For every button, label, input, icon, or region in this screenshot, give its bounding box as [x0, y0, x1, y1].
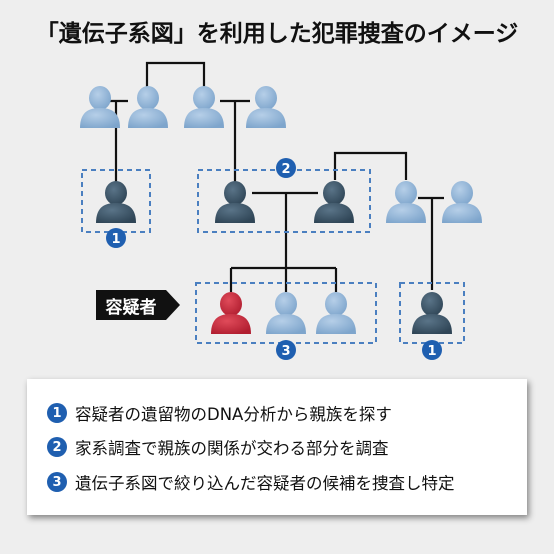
- persons: [80, 86, 482, 334]
- suspect-pointer-arrow: [166, 290, 180, 320]
- person-icon-dark: [412, 292, 452, 334]
- line-top-marriage: [145, 61, 206, 88]
- person-icon: [316, 292, 356, 334]
- legend-text: 容疑者の遺留物のDNA分析から親族を探す: [75, 405, 392, 424]
- person-icon: [184, 86, 224, 128]
- legend-item-2: 2 家系調査で親族の関係が交わる部分を調査: [47, 435, 389, 459]
- person-icon: [128, 86, 168, 128]
- group-badge-text: 1: [427, 344, 436, 359]
- group-badge-2: 2: [276, 158, 296, 178]
- group-badges: 1 2 3 1: [106, 158, 442, 360]
- person-icon-dark: [96, 181, 136, 223]
- legend-text: 遺伝子系図で絞り込んだ容疑者の候補を捜査し特定: [75, 474, 455, 493]
- legend-item-3: 3 遺伝子系図で絞り込んだ容疑者の候補を捜査し特定: [47, 470, 455, 494]
- person-icon: [80, 86, 120, 128]
- legend-box: 1 容疑者の遺留物のDNA分析から親族を探す 2 家系調査で親族の関係が交わる部…: [27, 379, 527, 515]
- group-badge-1-left: 1: [106, 228, 126, 248]
- group-badge-text: 2: [281, 162, 290, 177]
- person-icon: [442, 181, 482, 223]
- line-marriage-upper-right: [333, 151, 408, 180]
- group-badge-3: 3: [276, 340, 296, 360]
- group-badge-1-right: 1: [422, 340, 442, 360]
- suspect-person-icon: [211, 292, 251, 334]
- person-icon-dark: [215, 181, 255, 223]
- person-icon: [386, 181, 426, 223]
- legend-number-badge: 3: [47, 472, 67, 492]
- page-title: 「遺伝子系図」を利用した犯罪捜査のイメージ: [35, 21, 519, 47]
- person-icon-dark: [314, 181, 354, 223]
- group-badge-text: 1: [111, 232, 120, 247]
- group-badge-text: 3: [281, 344, 290, 359]
- legend-item-1: 1 容疑者の遺留物のDNA分析から親族を探す: [47, 401, 392, 425]
- line-descent-3: [229, 193, 338, 292]
- person-icon: [246, 86, 286, 128]
- person-icon: [266, 292, 306, 334]
- legend-text: 家系調査で親族の関係が交わる部分を調査: [75, 439, 389, 458]
- legend-number-badge: 2: [47, 437, 67, 457]
- legend-number-badge: 1: [47, 403, 67, 423]
- group-box-3: [195, 282, 377, 344]
- suspect-label: 容疑者: [96, 290, 166, 320]
